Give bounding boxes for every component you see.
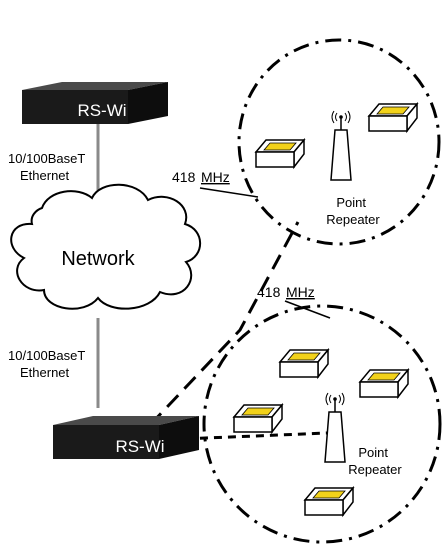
ethernet-label-top-line1: 10/100BaseT — [8, 151, 85, 166]
repeater-label-top-line1: Point — [336, 195, 366, 210]
repeater-tower-top-icon — [330, 110, 352, 181]
ethernet-label-bottom-line1: 10/100BaseT — [8, 348, 85, 363]
frequency-leader-bottom — [284, 300, 331, 319]
ethernet-label-top-line2: Ethernet — [20, 168, 70, 183]
ethernet-label-bottom: 10/100BaseT Ethernet — [8, 348, 89, 380]
sensor-unit-bottom-1-icon — [278, 347, 330, 380]
frequency-leader-top — [199, 187, 259, 198]
network-label: Network — [61, 248, 135, 270]
frequency-unit-bottom: MHz — [286, 284, 315, 300]
device-label-bottom: RS-Wi — [115, 437, 164, 456]
sensor-unit-bottom-4-icon — [303, 485, 355, 518]
repeater-tower-bottom-icon — [324, 392, 346, 463]
ethernet-label-bottom-line2: Ethernet — [20, 365, 70, 380]
frequency-label-top: 418 MHz — [172, 169, 230, 185]
ethernet-label-top: 10/100BaseT Ethernet — [8, 151, 89, 183]
rs-wi-device-top: RS-Wi — [22, 82, 168, 124]
coverage-zone-bottom — [202, 304, 442, 544]
device-label-top: RS-Wi — [77, 101, 126, 120]
rf-link-to-top-repeater — [148, 221, 300, 427]
rs-wi-device-bottom: RS-Wi — [53, 416, 199, 459]
repeater-label-top-line2: Repeater — [326, 212, 380, 227]
sensor-unit-top-left-icon — [254, 137, 306, 170]
sensor-unit-bottom-3-icon — [232, 402, 284, 435]
frequency-unit-top: MHz — [201, 169, 230, 185]
network-cloud: Network — [10, 183, 201, 310]
sensor-unit-bottom-2-icon — [358, 367, 410, 400]
sensor-unit-top-right-icon — [367, 101, 419, 134]
repeater-label-bottom-line1: Point — [358, 445, 388, 460]
repeater-label-bottom: Point Repeater — [348, 445, 402, 477]
repeater-label-bottom-line2: Repeater — [348, 462, 402, 477]
repeater-label-top: Point Repeater — [326, 195, 380, 227]
frequency-value-top: 418 — [172, 169, 196, 185]
coverage-zone-top — [237, 38, 441, 246]
frequency-label-bottom: 418 MHz — [257, 284, 315, 300]
frequency-value-bottom: 418 — [257, 284, 281, 300]
